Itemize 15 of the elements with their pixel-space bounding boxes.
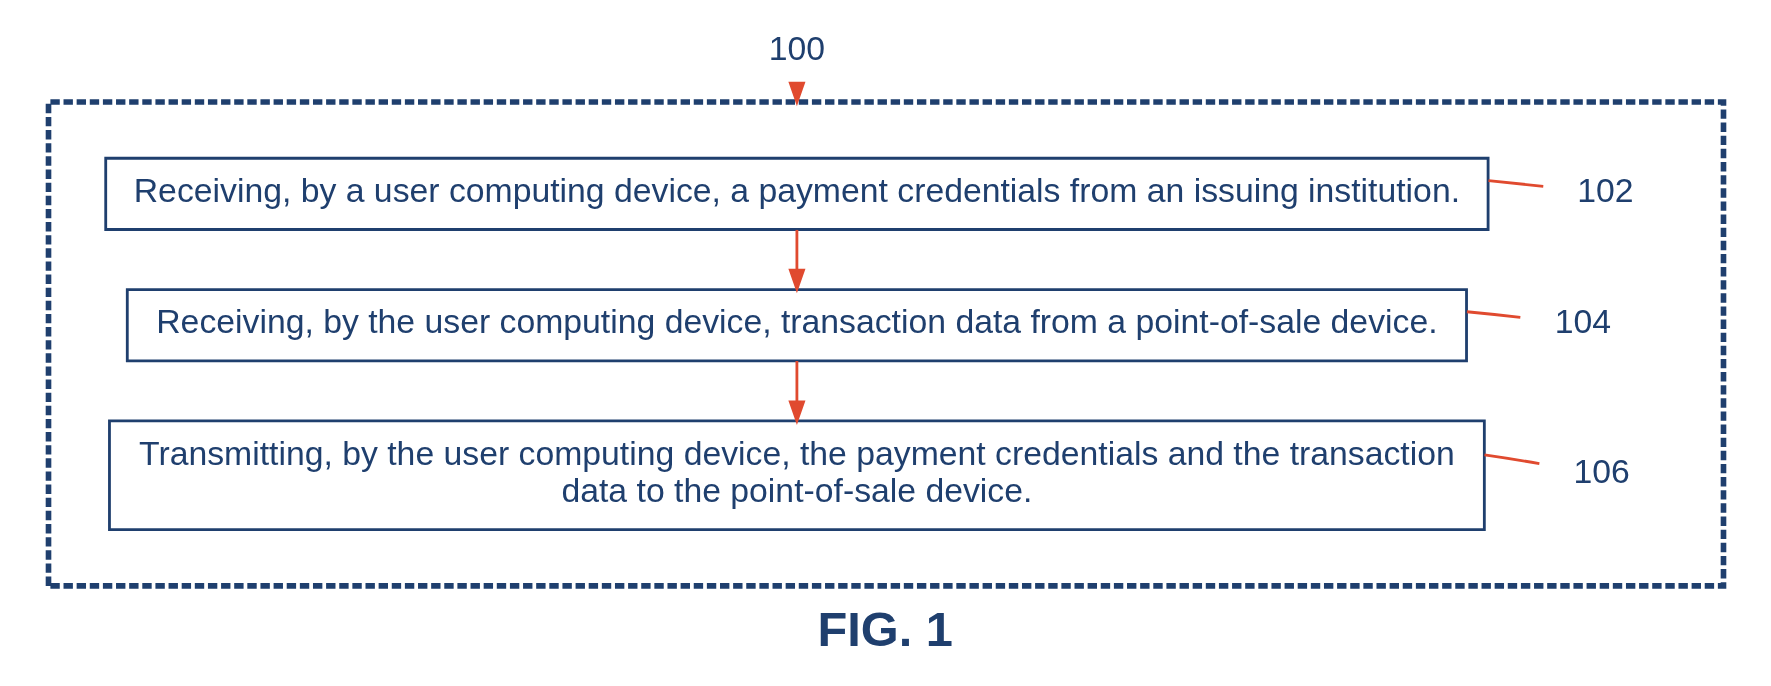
cluster (45, 99, 1726, 589)
node-text: 104 (1554, 302, 1611, 341)
caption: FIG. 1 (817, 601, 953, 656)
arrow (787, 229, 805, 294)
arrow (787, 361, 805, 425)
node-text: 106 (1572, 452, 1630, 491)
node-text: 102 (1576, 171, 1633, 210)
node-box: Receiving, by a user computing device, a payment credentials from an issuing institution. (103, 156, 1489, 231)
connector (1487, 179, 1543, 188)
node-box: Transmitting, by the user computing device, the payment credentials and the transaction data to the point-of-sale device. (107, 419, 1486, 532)
arrow (787, 81, 805, 107)
connector (1466, 310, 1520, 319)
node-box: Receiving, by the user computing device, transaction data from a point-of-sale device. (125, 288, 1468, 363)
node-text: 100 (768, 28, 825, 67)
connector (1483, 453, 1540, 465)
